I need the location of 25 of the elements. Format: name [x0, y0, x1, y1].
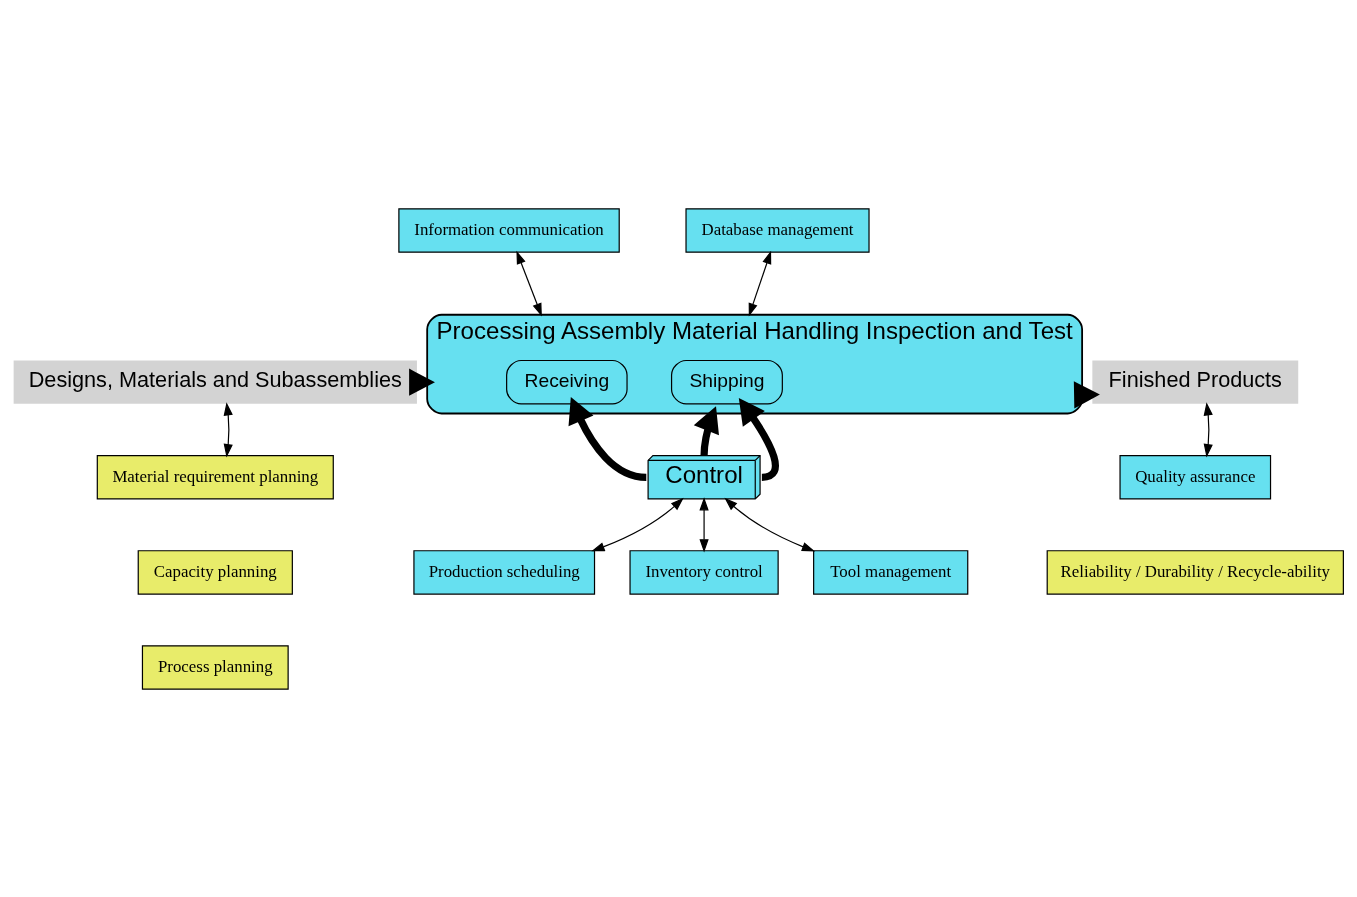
arrow — [1073, 380, 1100, 408]
arrow — [699, 496, 709, 552]
node-box: Information communication — [398, 207, 620, 253]
node-box: Capacity planning — [137, 549, 293, 595]
node-box: Tool management — [813, 549, 969, 595]
arrow — [516, 250, 542, 316]
arrow — [568, 396, 647, 481]
arrow — [748, 250, 772, 316]
node-box: Finished Products — [1092, 360, 1299, 404]
node-box: Shipping — [671, 359, 783, 404]
node-box: Reliability / Durability / Recycle-ability — [1046, 549, 1344, 595]
node-box: Quality assurance — [1119, 454, 1272, 500]
node-box: Database management — [685, 207, 870, 253]
arrow — [223, 401, 233, 457]
arrow — [693, 405, 719, 456]
arrow — [591, 497, 684, 551]
arrow — [1203, 401, 1213, 457]
arrow — [738, 397, 779, 481]
node-box: Material requirement planning — [96, 454, 334, 500]
node-box: Process planning — [141, 644, 289, 690]
node-box: Receiving — [506, 359, 628, 404]
arrow — [724, 497, 816, 551]
arrow — [409, 368, 435, 396]
node-box: Inventory control — [629, 549, 779, 595]
node-box: Production scheduling — [413, 549, 596, 595]
